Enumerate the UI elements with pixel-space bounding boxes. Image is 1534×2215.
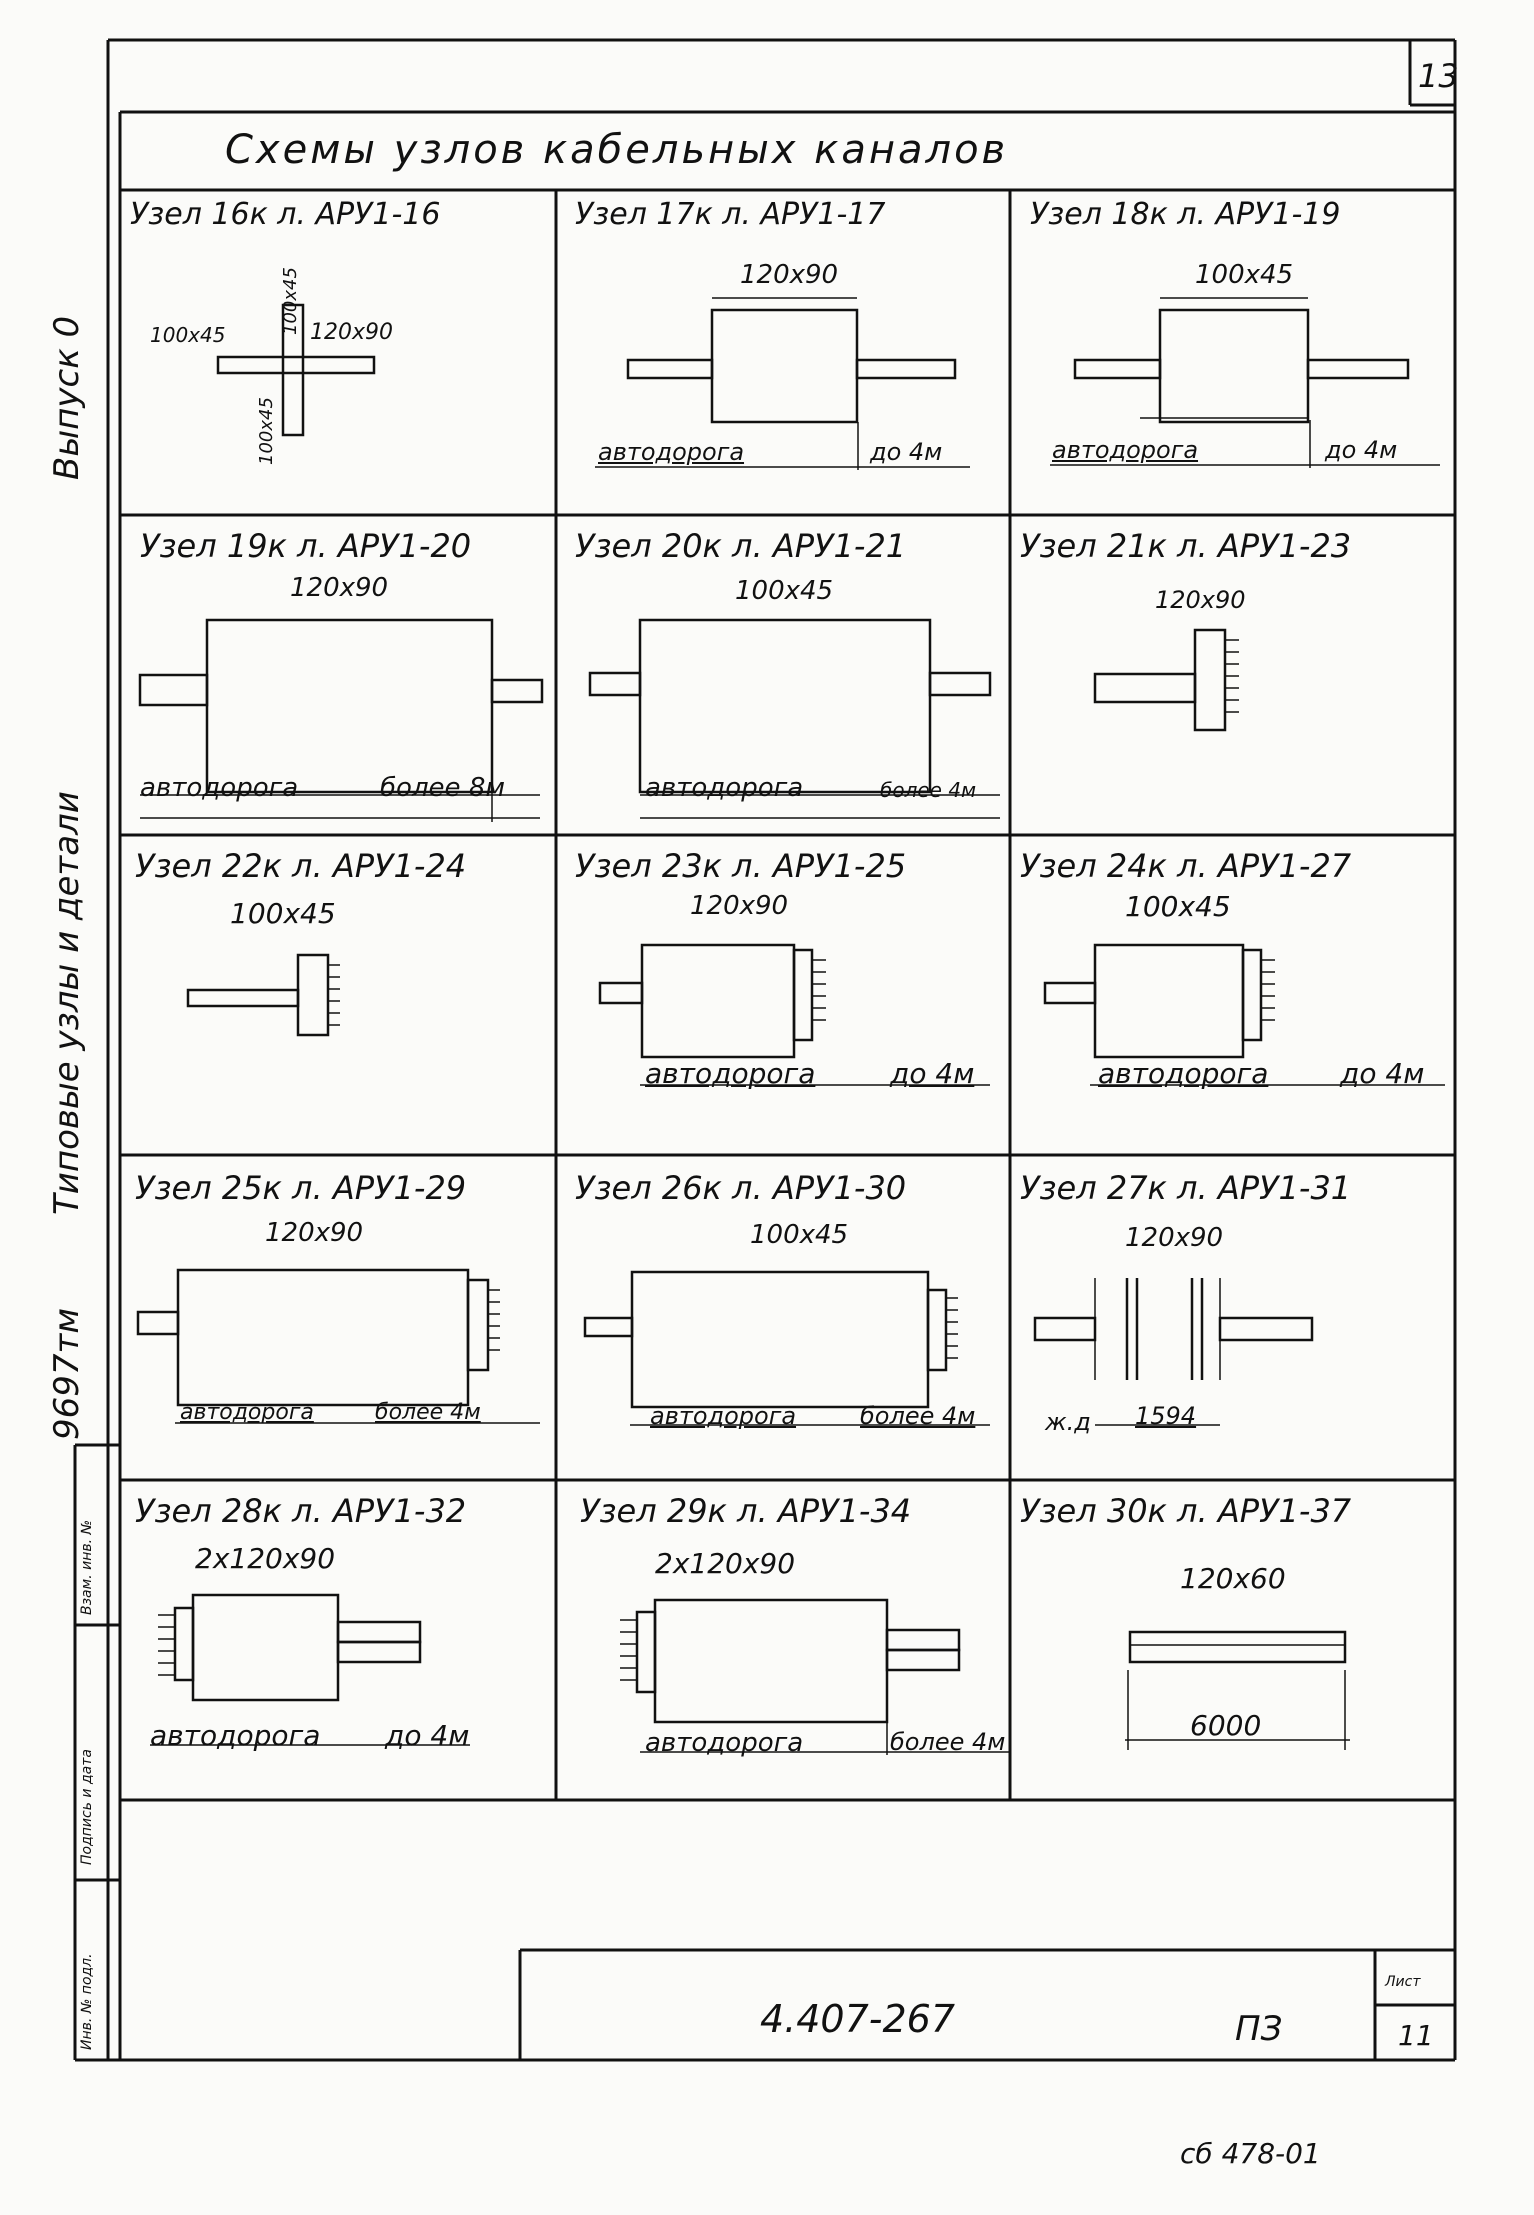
side-series: 9697тм	[47, 1308, 87, 1440]
road-label: автодорога	[645, 1728, 804, 1758]
length-label: до 4м	[1325, 436, 1398, 464]
node-dim: 120х60	[1180, 1562, 1286, 1595]
road-label: ж.д	[1045, 1408, 1091, 1436]
node-dim: 2х120х90	[195, 1542, 336, 1575]
length-label: 6000	[1190, 1709, 1262, 1742]
node-title: Узел 26к л. АРУ1-30	[575, 1169, 907, 1207]
length-label: более 4м	[375, 1400, 481, 1425]
length-label: 1594	[1135, 1402, 1197, 1430]
length-label: до 4м	[870, 438, 943, 466]
node-dim: 100х45	[150, 323, 226, 347]
road-label: автодорога	[140, 773, 299, 803]
node-dim: 100х45	[230, 897, 336, 930]
node-dim: 120х90	[690, 891, 789, 921]
length-label: более 4м	[860, 1402, 976, 1430]
node-title: Узел 24к л. АРУ1-27	[1020, 847, 1352, 885]
node-title: Узел 23к л. АРУ1-25	[575, 847, 907, 885]
length-label: более 4м	[880, 778, 977, 802]
side-issue: Выпуск 0	[47, 315, 87, 480]
road-label: автодорога	[645, 1057, 816, 1090]
node-dim: 120х90	[1125, 1223, 1224, 1253]
node-title: Узел 16к л. АРУ1-16	[130, 197, 441, 232]
page-number: 13	[1418, 57, 1459, 95]
road-label: автодорога	[645, 773, 804, 803]
node-title: Узел 21к л. АРУ1-23	[1020, 527, 1352, 565]
node-title: Узел 28к л. АРУ1-32	[135, 1492, 467, 1530]
bottom-note: сб 478-01	[1180, 2137, 1321, 2170]
node-dim: 120х90	[265, 1218, 364, 1248]
road-label: автодорога	[598, 438, 745, 466]
node-dim: 120х90	[1155, 586, 1246, 614]
node-dim: 2х120х90	[655, 1547, 796, 1580]
doc-section: ПЗ	[1235, 2009, 1283, 2049]
node-title: Узел 25к л. АРУ1-29	[135, 1169, 467, 1207]
road-label: автодорога	[1098, 1057, 1269, 1090]
stamp-cell-sign: Подпись и дата	[79, 1749, 95, 1865]
node-dim: 100х45	[1125, 890, 1231, 923]
length-label: более 4м	[890, 1728, 1006, 1756]
road-label: автодорога	[150, 1719, 321, 1752]
node-dim: 100х45	[256, 397, 277, 465]
node-dim: 100х45	[750, 1220, 849, 1250]
node-title: Узел 27к л. АРУ1-31	[1020, 1169, 1352, 1207]
length-label: более 8м	[380, 773, 505, 803]
road-label: автодорога	[180, 1400, 314, 1425]
node-dim: 120х90	[290, 573, 389, 603]
length-label: до 4м	[1340, 1057, 1425, 1090]
road-label: автодорога	[650, 1402, 797, 1430]
node-dim: 120х90	[310, 320, 394, 345]
stamp-cell-replace: Взам. инв. №	[79, 1519, 95, 1615]
sheet-title: Схемы узлов кабельных каналов	[225, 127, 1009, 173]
node-title: Узел 19к л. АРУ1-20	[140, 527, 472, 565]
node-title: Узел 29к л. АРУ1-34	[580, 1492, 912, 1530]
side-text: Типовые узлы и детали	[47, 791, 87, 1215]
length-label: до 4м	[385, 1719, 470, 1752]
node-title: Узел 30к л. АРУ1-37	[1020, 1492, 1352, 1530]
doc-code: 4.407-267	[760, 1997, 956, 2041]
list-number: 11	[1398, 2019, 1434, 2052]
stamp-cell-inv: Инв. № подл.	[79, 1953, 95, 2050]
length-label: до 4м	[890, 1057, 975, 1090]
road-label: автодорога	[1052, 436, 1199, 464]
node-title: Узел 22к л. АРУ1-24	[135, 847, 467, 885]
node-title: Узел 17к л. АРУ1-17	[575, 197, 886, 232]
node-dim: 120х90	[740, 260, 839, 290]
node-dim: 100х45	[735, 576, 834, 606]
list-label: Лист	[1385, 1974, 1421, 1990]
node-dim: 100х45	[1195, 260, 1294, 290]
node-title: Узел 20к л. АРУ1-21	[575, 527, 907, 565]
node-dim: 100х45	[280, 267, 301, 335]
node-title: Узел 18к л. АРУ1-19	[1030, 197, 1341, 232]
